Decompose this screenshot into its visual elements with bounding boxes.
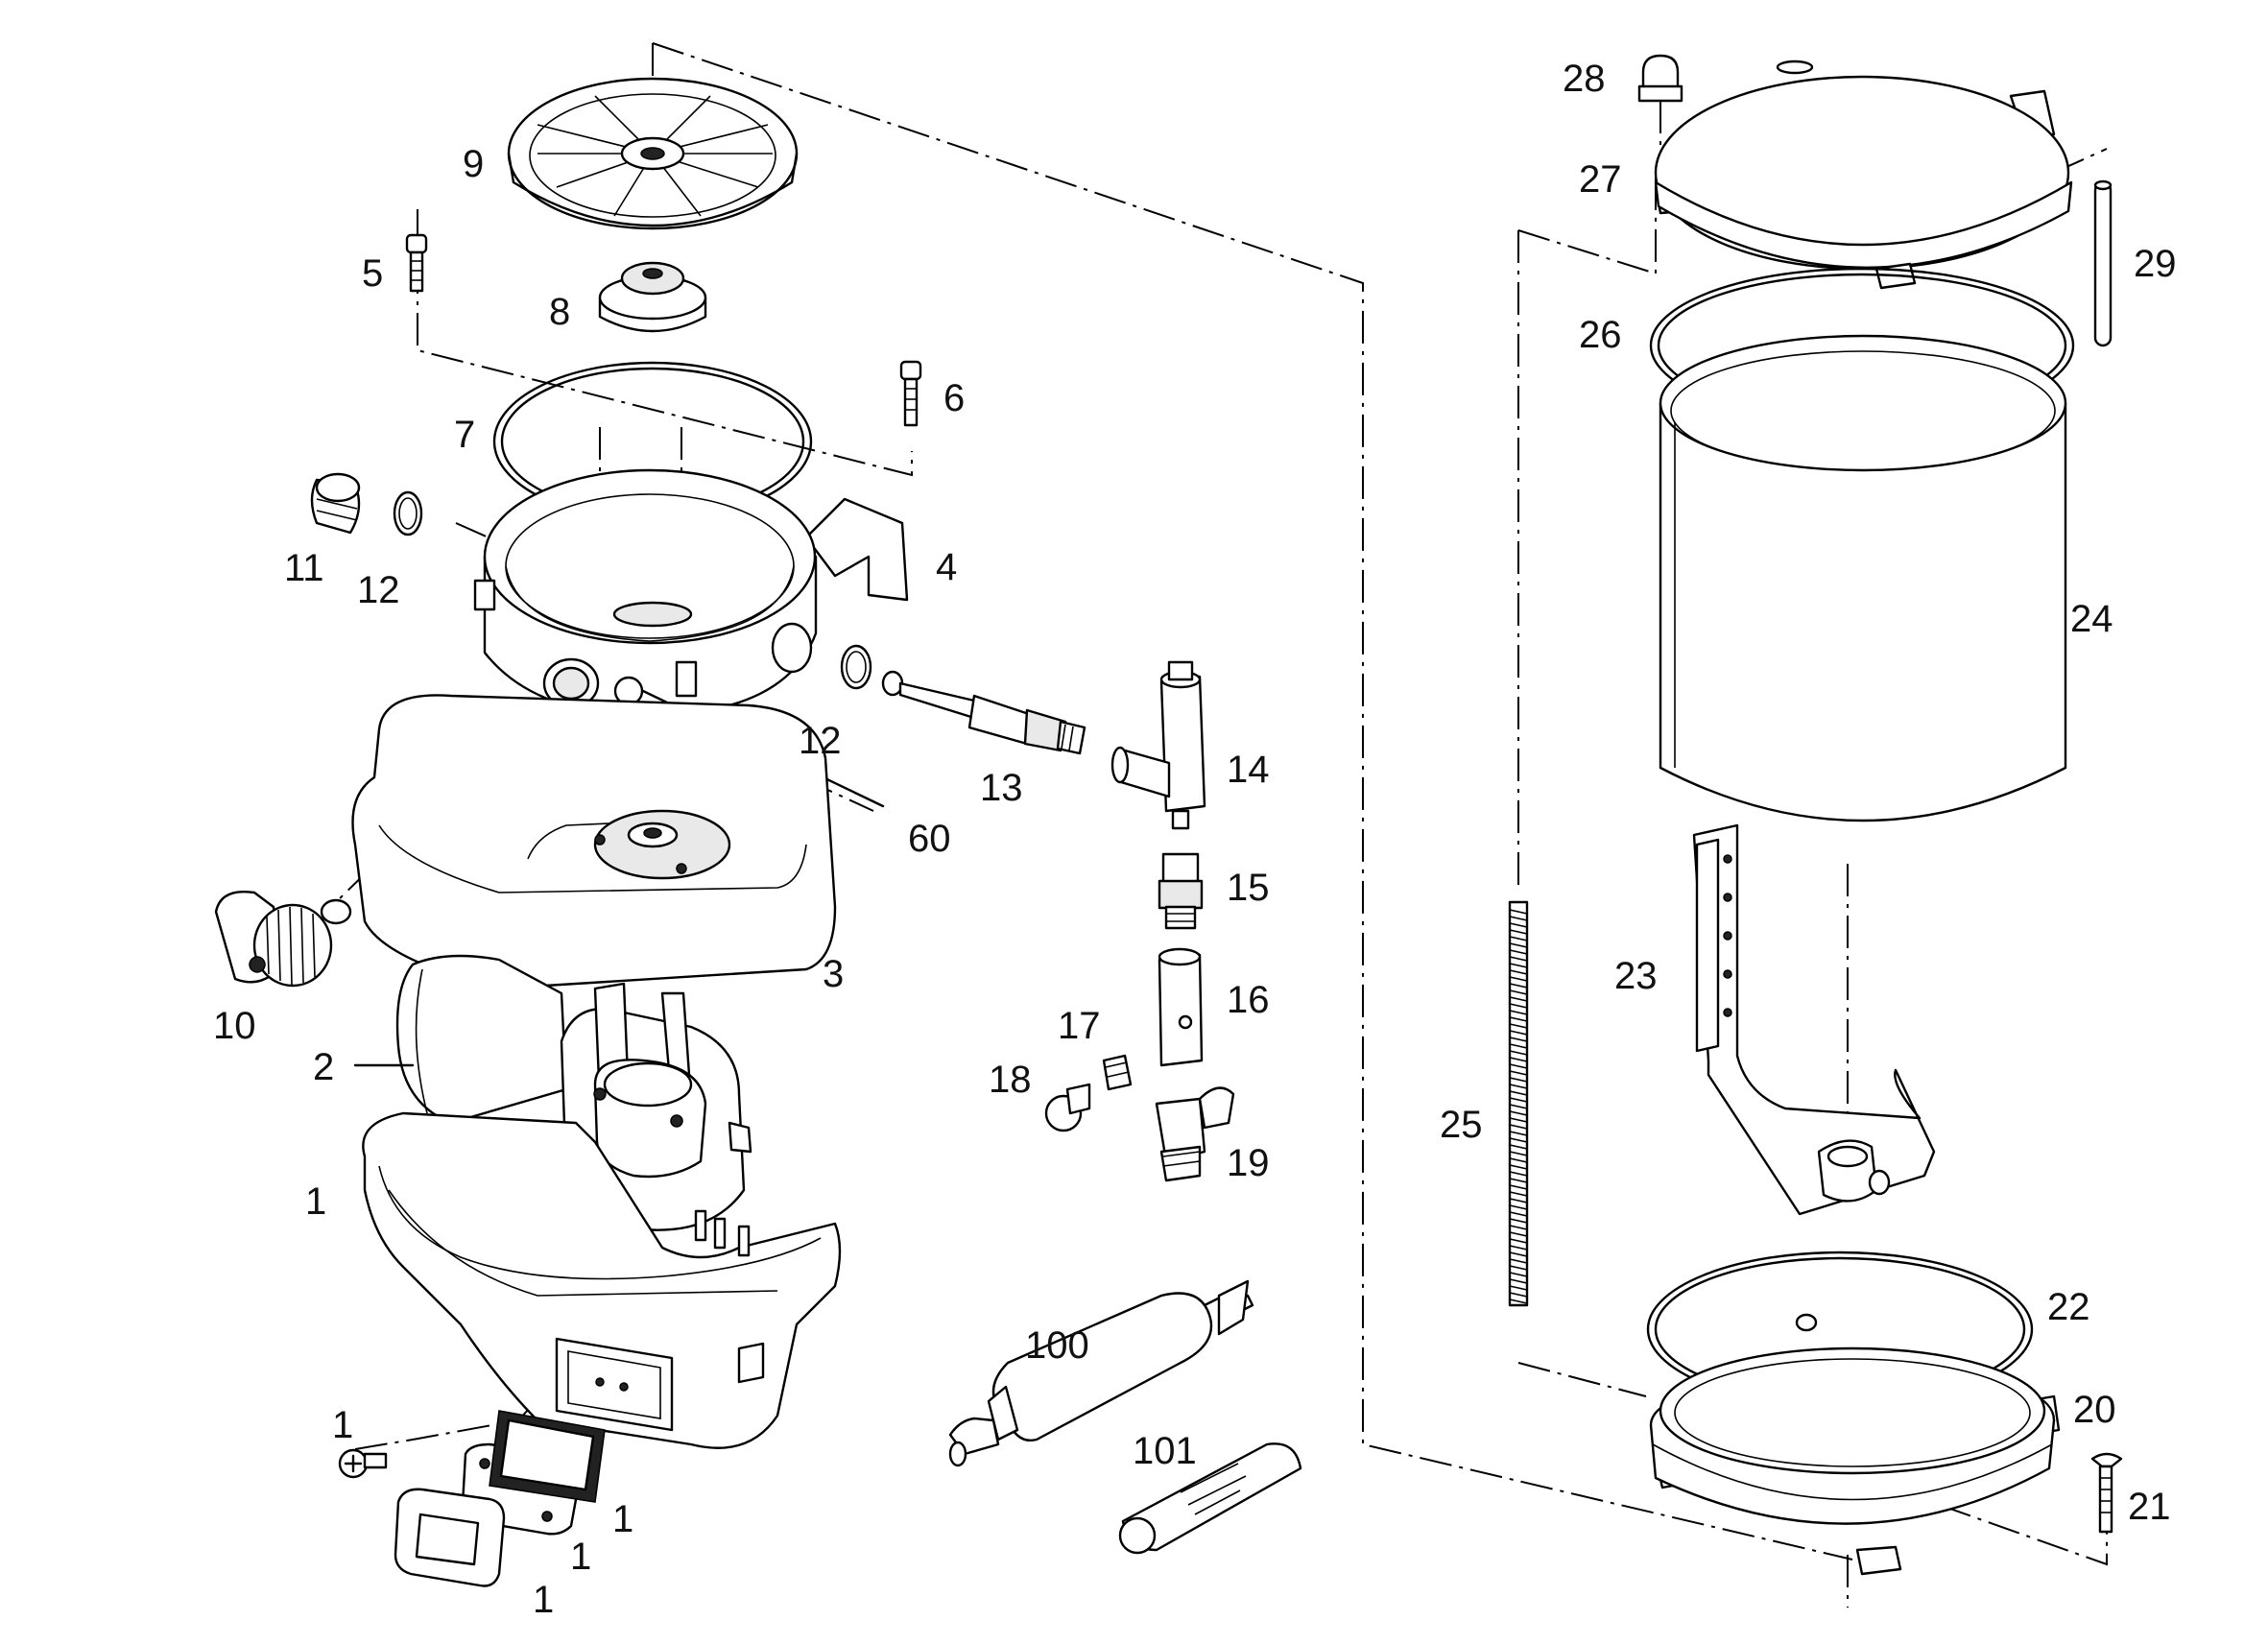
part-8-seal — [598, 261, 707, 333]
part-101-grease-cartridge — [1118, 1442, 1302, 1555]
part-20-base-ring — [1649, 1313, 2061, 1576]
callout-60: 60 — [908, 818, 951, 860]
callout-25: 25 — [1440, 1104, 1483, 1146]
part-6-screw — [899, 360, 922, 427]
callout-3: 3 — [823, 953, 844, 995]
part-27-reservoir-lid — [1654, 60, 2073, 290]
callout-13: 13 — [980, 767, 1023, 809]
callout-100: 100 — [1025, 1324, 1089, 1367]
part-9-distributor-plate — [507, 77, 799, 230]
part-15-fitting — [1158, 852, 1204, 930]
part-1-gasket — [489, 1410, 606, 1503]
callout-17: 17 — [1058, 1005, 1101, 1047]
callout-7: 7 — [454, 414, 475, 456]
callout-18: 18 — [989, 1059, 1032, 1101]
part-10-filler-cap — [214, 891, 352, 988]
callout-15: 15 — [1227, 867, 1270, 909]
part-19-elbow — [1155, 1086, 1235, 1182]
part-13-valve — [881, 670, 1086, 755]
part-28-cap-nut — [1637, 54, 1683, 103]
part-3-cover — [351, 694, 837, 990]
callout-12: 12 — [357, 569, 400, 611]
callout-10: 10 — [213, 1005, 256, 1047]
callout-14: 14 — [1227, 749, 1270, 791]
callout-24: 24 — [2070, 598, 2113, 640]
callout-26: 26 — [1579, 314, 1622, 356]
callout-19: 19 — [1227, 1142, 1270, 1184]
callout-16: 16 — [1227, 979, 1270, 1021]
callout-8: 8 — [549, 291, 570, 333]
callout-1: 1 — [332, 1404, 353, 1446]
callout-9: 9 — [463, 143, 484, 185]
part-4-pump-housing — [473, 468, 909, 717]
part-23-follower-bracket — [1692, 823, 1936, 1216]
part-1-frame — [394, 1488, 506, 1587]
part-29-follower-rod — [2093, 179, 2113, 347]
part-16-coupling — [1158, 947, 1204, 1067]
callout-22: 22 — [2047, 1286, 2090, 1328]
callout-5: 5 — [362, 252, 383, 295]
part-1-screw — [338, 1448, 388, 1479]
part-14-tee-fitting — [1110, 660, 1206, 830]
callout-6: 6 — [943, 377, 965, 419]
callout-12: 12 — [799, 720, 842, 762]
part-25-threaded-rod — [1508, 900, 1529, 1307]
part-100-grease-gun — [948, 1279, 1254, 1467]
callout-27: 27 — [1579, 158, 1622, 201]
callout-1: 1 — [533, 1579, 554, 1621]
callout-29: 29 — [2134, 243, 2177, 285]
part-1-base — [362, 1111, 842, 1449]
part-18-cap — [1044, 1083, 1091, 1132]
callout-1: 1 — [305, 1180, 326, 1223]
callout-28: 28 — [1563, 58, 1606, 100]
callout-2: 2 — [313, 1046, 334, 1088]
callout-20: 20 — [2073, 1389, 2116, 1431]
callout-101: 101 — [1133, 1430, 1197, 1472]
callout-1: 1 — [570, 1536, 591, 1578]
part-1-terminals — [694, 1209, 751, 1257]
callout-11: 11 — [284, 547, 324, 589]
callout-21: 21 — [2128, 1486, 2171, 1528]
callout-23: 23 — [1614, 955, 1658, 997]
callout-labels: 1 1 1 1 1 2 3 4 5 6 7 8 9 10 11 12 12 13… — [213, 58, 2177, 1621]
part-24-reservoir-cylinder — [1659, 334, 2067, 822]
part-12-o-ring-right — [840, 644, 872, 690]
callout-4: 4 — [936, 546, 957, 588]
part-12-o-ring-left — [393, 490, 423, 536]
callout-1: 1 — [612, 1498, 633, 1540]
part-17-nipple — [1102, 1054, 1133, 1091]
part-11-plug — [310, 472, 361, 535]
part-21-screw — [2090, 1452, 2123, 1534]
part-5-screw — [405, 233, 428, 293]
